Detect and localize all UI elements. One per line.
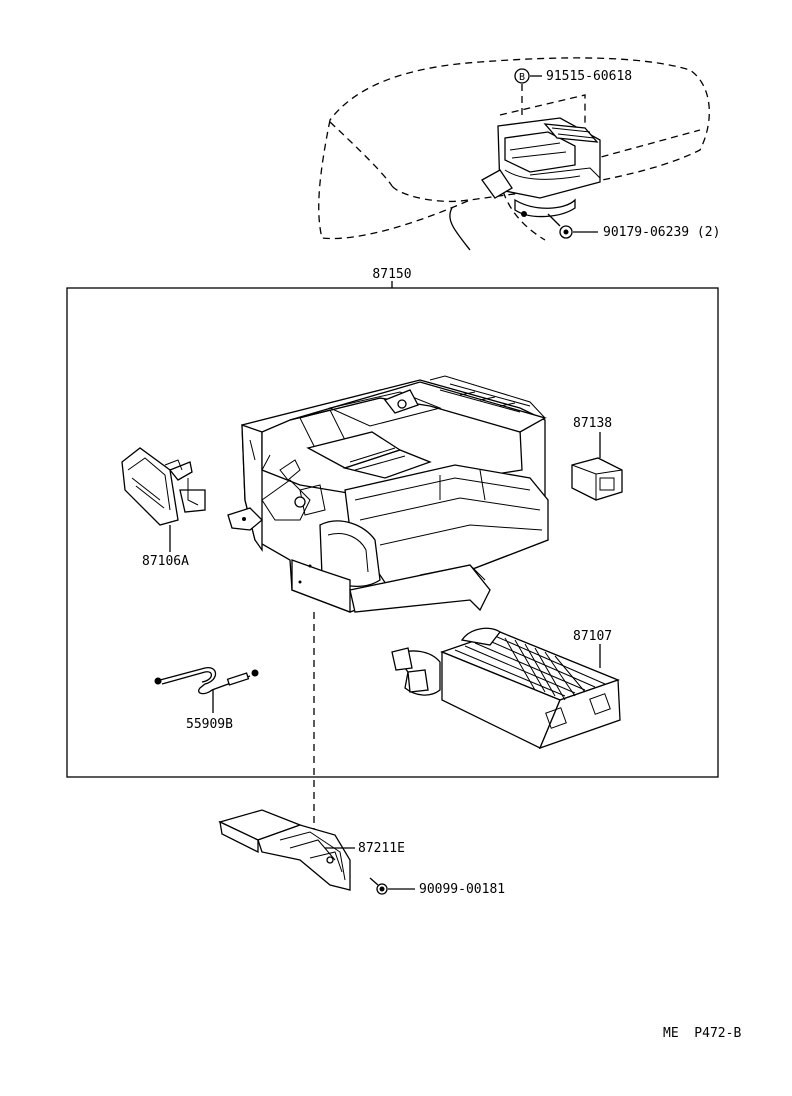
label-87106a: 87106A (142, 554, 189, 569)
part-87138-relay: 87138 (571, 416, 623, 501)
badge-b-letter: B (519, 72, 525, 83)
label-87138: 87138 (573, 416, 612, 431)
heater-core-fins (454, 635, 606, 701)
label-87107: 87107 (573, 629, 612, 644)
label-90099-00181: 90099-00181 (419, 882, 505, 897)
heater-unit-body (227, 375, 549, 613)
callout-90179-06239: 90179-06239 (2) (547, 213, 720, 240)
label-90179-06239: 90179-06239 (2) (603, 225, 720, 240)
part-87107-heater-core: 87107 (391, 627, 621, 750)
part-87106a-blower-control: 87106A (121, 447, 206, 569)
part-87211e-duct: 87211E (218, 809, 405, 891)
label-87211e: 87211E (358, 841, 405, 856)
badge-b-icon (514, 68, 530, 84)
diagram-reference-code: ME P472-B (663, 1026, 741, 1041)
dash-heater-assembly (481, 117, 601, 218)
part-90099-00181-screw: 90099-00181 (369, 877, 505, 897)
callout-91515-60618: B 91515-60618 (514, 68, 632, 84)
label-55909b: 55909B (186, 717, 233, 732)
part-55909b-cable: 55909B (154, 667, 259, 732)
heater-unit-group-frame (66, 287, 719, 778)
label-91515-60618: 91515-60618 (546, 69, 632, 84)
label-87150: 87150 (372, 267, 411, 282)
